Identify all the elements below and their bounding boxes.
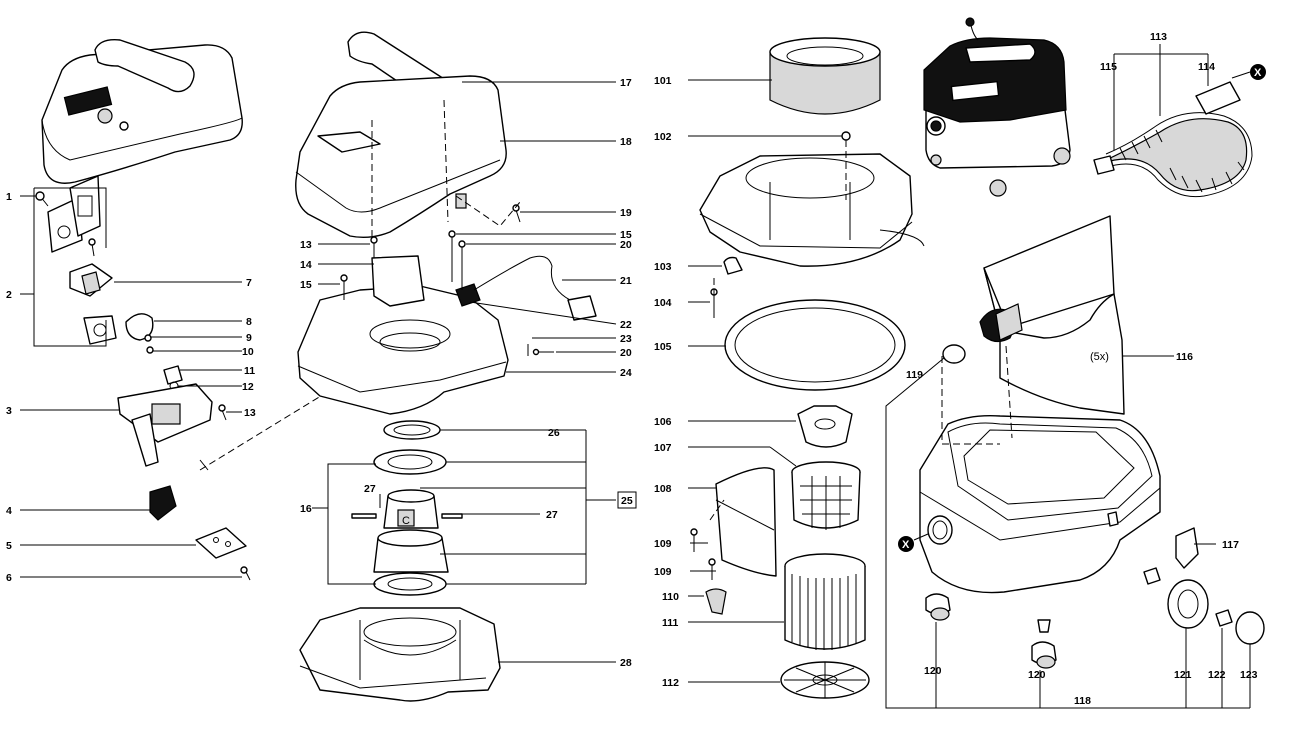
container (919, 414, 1199, 594)
callout-26: 26 (548, 427, 560, 439)
callout-1: 1 (6, 191, 12, 203)
callout-7: 7 (246, 277, 252, 289)
callout-19: 19 (620, 207, 632, 219)
callout-2: 2 (6, 289, 12, 301)
callout-15-right: 15 (620, 229, 632, 241)
marker-x-hose: X (1254, 67, 1262, 79)
callout-27-right: 27 (546, 509, 558, 521)
motor-cover (295, 75, 507, 239)
center-leaders (312, 81, 637, 663)
callout-23: 23 (620, 333, 632, 345)
filter-bag: (5x) (942, 215, 1125, 415)
callout-114: 114 (1198, 61, 1215, 73)
callout-122: 122 (1208, 669, 1226, 681)
callout-119: 119 (906, 369, 923, 381)
head-housing (297, 204, 597, 415)
callout-108: 108 (654, 483, 672, 495)
callout-110: 110 (662, 591, 679, 603)
callout-6: 6 (6, 572, 12, 584)
gasket-ring (724, 299, 906, 391)
marker-x-container: X (902, 539, 910, 551)
callout-118: 118 (1074, 695, 1091, 707)
deflector (705, 467, 777, 615)
callout-120-right: 120 (1028, 669, 1046, 681)
callout-103: 103 (654, 261, 672, 273)
callout-117: 117 (1222, 539, 1239, 551)
callout-115: 115 (1100, 61, 1117, 73)
callout-28: 28 (620, 657, 632, 669)
callout-25: 25 (621, 495, 633, 507)
hose (1093, 81, 1253, 198)
float-valve (797, 405, 853, 448)
switch-parts (35, 175, 251, 581)
callout-121: 121 (1174, 669, 1192, 681)
casters-and-parts (925, 567, 1265, 669)
callout-22: 22 (620, 319, 632, 331)
filter-basket (791, 461, 861, 530)
callout-102: 102 (654, 131, 672, 143)
filter-cage-top (699, 131, 925, 275)
callout-13-center: 13 (300, 239, 312, 251)
callout-27-left: 27 (364, 483, 376, 495)
callout-24: 24 (620, 367, 632, 379)
assembled-vacuum (923, 17, 1071, 197)
left-leaders (20, 187, 361, 578)
callout-3: 3 (6, 405, 12, 417)
callout-21: 21 (620, 275, 632, 287)
callout-11: 11 (244, 365, 255, 377)
callout-123: 123 (1240, 669, 1258, 681)
motor-assembly: C (351, 420, 463, 596)
callout-17: 17 (620, 77, 632, 89)
callout-18: 18 (620, 136, 632, 148)
callout-112: 112 (662, 677, 679, 689)
filter-leaders (688, 79, 847, 683)
callout-20-bottom: 20 (620, 347, 632, 359)
filter-disc (780, 661, 870, 699)
container-leaders (885, 345, 1251, 709)
callout-4: 4 (6, 505, 12, 517)
callout-105: 105 (654, 341, 672, 353)
foam-filter (769, 37, 881, 115)
callout-9: 9 (246, 332, 252, 344)
hose-leaders (1113, 44, 1251, 150)
callout-20-top: 20 (620, 239, 632, 251)
callout-15-left: 15 (300, 279, 312, 291)
motor-letter: C (402, 515, 410, 527)
motor-head-overview (41, 39, 243, 184)
cartridge-filter (784, 553, 866, 650)
callout-113: 113 (1150, 31, 1167, 43)
callout-104: 104 (654, 297, 672, 309)
filter-screws (690, 288, 718, 580)
callout-16: 16 (300, 503, 312, 515)
callout-109-bottom: 109 (654, 566, 672, 578)
motor-base (299, 607, 501, 702)
callout-109-top: 109 (654, 538, 672, 550)
callout-106: 106 (654, 416, 672, 428)
callout-8: 8 (246, 316, 252, 328)
callout-10: 10 (242, 346, 254, 358)
callout-101: 101 (654, 75, 672, 87)
callout-116: 116 (1176, 351, 1193, 363)
callout-120-left: 120 (924, 665, 942, 677)
callout-12: 12 (242, 381, 254, 393)
callout-13-left: 13 (244, 407, 256, 419)
bag-quantity-note: (5x) (1090, 351, 1109, 363)
callout-14: 14 (300, 259, 312, 271)
callout-5: 5 (6, 540, 12, 552)
callout-111: 111 (662, 617, 679, 629)
callout-107: 107 (654, 442, 672, 454)
